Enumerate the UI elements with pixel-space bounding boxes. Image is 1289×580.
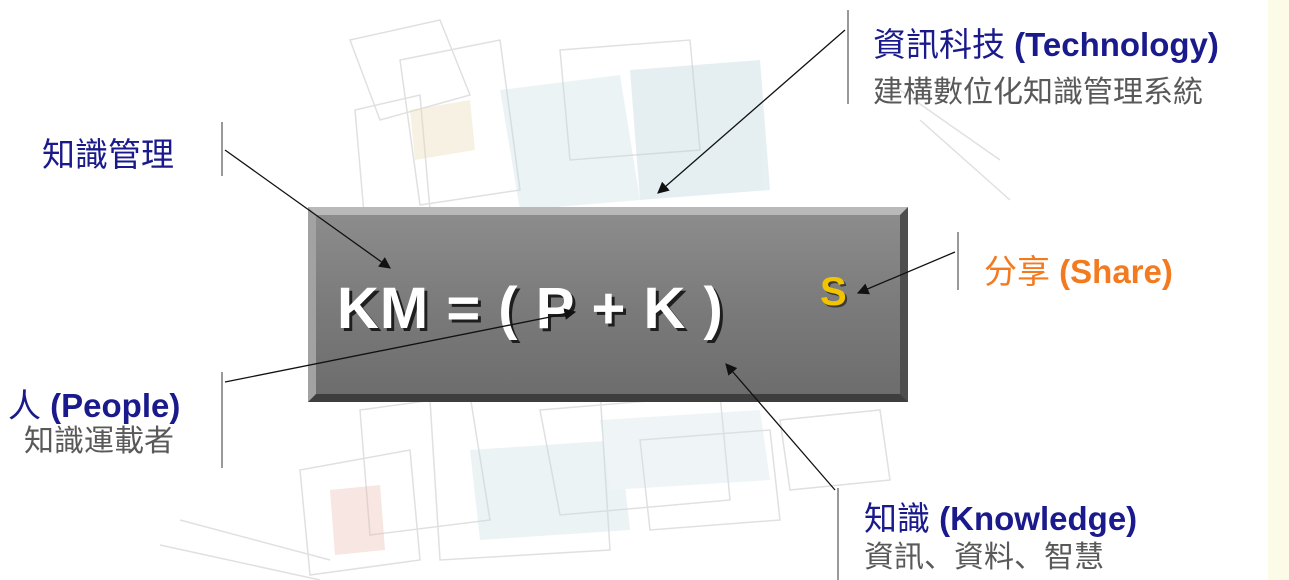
share-label: 分享 (Share): [984, 251, 1173, 293]
people-description: 知識運載者: [24, 425, 174, 458]
share-exponent: S: [820, 270, 847, 314]
formula-box: [308, 207, 908, 402]
bg-tint-block: [600, 410, 770, 490]
bg-block: [639, 429, 781, 531]
knowledge-label-en: (Knowledge): [939, 500, 1138, 537]
bg-tint-block: [500, 75, 640, 210]
bg-line: [919, 119, 1011, 201]
technology-description: 建構數位化知識管理系統: [873, 76, 1203, 109]
people-label-en: (People): [50, 387, 181, 424]
km-arrow: [224, 149, 391, 269]
bg-block: [348, 19, 472, 121]
people-label-zh: 人: [8, 387, 41, 424]
technology-label: 資訊科技 (Technology): [873, 24, 1219, 66]
share-label-en: (Share): [1059, 253, 1173, 290]
right-edge-strip: [1268, 0, 1289, 580]
bg-line: [159, 544, 321, 580]
km-formula: KM = ( P + K ): [337, 276, 724, 341]
bg-tint-block: [630, 60, 770, 200]
people-arrow: [224, 308, 577, 383]
bg-tint-block: [410, 100, 475, 160]
bg-block: [779, 409, 891, 491]
share-label-zh: 分享: [984, 253, 1050, 290]
km-label: 知識管理: [42, 136, 174, 173]
bg-line: [899, 89, 1001, 161]
bg-line: [179, 519, 331, 561]
bg-tint-block: [330, 485, 385, 555]
knowledge-label: 知識 (Knowledge): [864, 498, 1137, 540]
bg-block: [559, 39, 701, 161]
bg-tint-block: [470, 440, 630, 540]
share-arrow: [856, 251, 956, 295]
technology-arrow: [657, 29, 846, 194]
knowledge-description: 資訊、資料、智慧: [864, 541, 1104, 574]
technology-label-zh: 資訊科技: [873, 26, 1005, 63]
knowledge-arrow: [725, 363, 836, 491]
technology-label-en: (Technology): [1014, 26, 1219, 63]
bg-block: [399, 39, 521, 206]
people-label: 人 (People): [8, 385, 180, 427]
bg-block: [299, 449, 421, 576]
knowledge-label-zh: 知識: [864, 500, 930, 537]
